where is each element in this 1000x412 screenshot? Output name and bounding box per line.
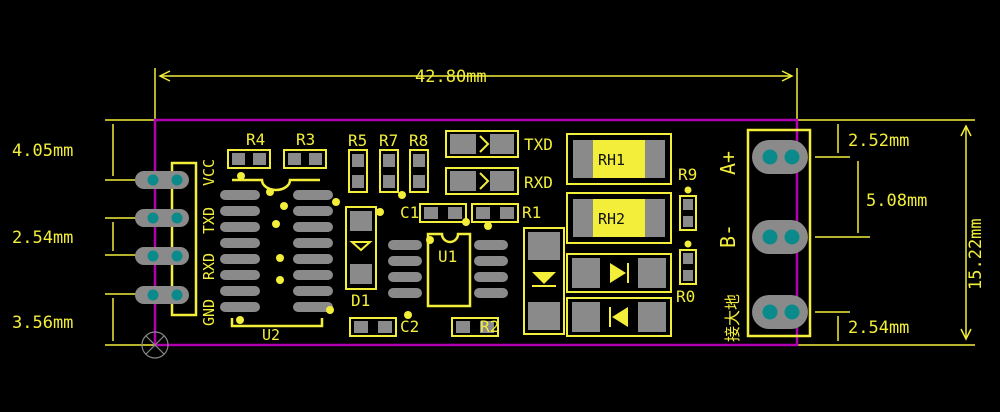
svg-text:GND: GND [200,299,218,326]
right-terminal [746,128,812,338]
svg-text:R7: R7 [379,131,398,150]
diode-d1: D1 [345,206,377,310]
resistor-r7: R7 [379,131,399,193]
svg-text:C1: C1 [400,203,419,222]
tvs-diode [523,227,565,335]
svg-text:接大地: 接大地 [723,294,742,342]
u2-chip: U2 [220,178,333,344]
led-txd: TXD [445,130,553,158]
resistor-r9: R9 [678,165,697,231]
dim-left-bottom: 3.56mm [12,313,73,333]
thermistor-rh1: RH1 [566,133,672,185]
svg-text:R3: R3 [296,130,315,149]
capacitor-c1: C1 [400,203,467,223]
svg-text:RXD: RXD [200,253,218,280]
dim-right-mid: 5.08mm [866,191,927,211]
resistor-r1: R1 [471,203,541,223]
svg-text:R0: R0 [676,287,695,306]
dim-left-top: 4.05mm [12,141,73,161]
pin-labels: VCC TXD RXD GND [200,159,218,326]
svg-text:C2: C2 [400,317,419,336]
svg-text:R8: R8 [409,131,428,150]
svg-text:R2: R2 [480,317,499,336]
dim-height: 15.22mm [966,218,986,290]
resistor-r4: R4 [227,130,271,169]
svg-text:VCC: VCC [200,159,218,186]
svg-text:RXD: RXD [524,173,553,192]
diode-top [566,253,672,293]
svg-text:D1: D1 [351,291,370,310]
svg-text:R9: R9 [678,165,697,184]
dim-right-top: 2.52mm [848,131,909,151]
dim-left-mid: 2.54mm [12,228,73,248]
terminal-labels: A+ B- 接大地 [716,151,742,342]
svg-text:RH2: RH2 [598,210,625,228]
svg-text:R4: R4 [246,130,265,149]
resistor-r5: R5 [348,131,368,193]
svg-text:U1: U1 [438,247,457,266]
left-header [135,161,198,317]
svg-text:A+: A+ [716,151,740,175]
resistor-r2: R2 [451,317,499,337]
svg-text:RH1: RH1 [598,151,625,169]
dim-right-bottom: 2.54mm [848,318,909,338]
resistor-r8: R8 [409,131,429,193]
capacitor-c2: C2 [349,317,419,337]
svg-text:TXD: TXD [200,207,218,234]
resistor-r3: R3 [283,130,327,169]
dimension-lines [105,68,975,346]
svg-text:U2: U2 [262,326,280,344]
svg-text:TXD: TXD [524,135,553,154]
svg-text:B-: B- [716,224,740,248]
resistor-r0: R0 [676,240,697,306]
svg-text:R5: R5 [348,131,367,150]
led-rxd: RXD [445,167,553,195]
mounting-hole-mark [141,331,169,359]
diode-bottom [566,297,672,337]
u1-chip: U1 [388,232,508,308]
dim-width: 42.80mm [415,67,487,87]
thermistor-rh2: RH2 [566,192,672,244]
svg-text:R1: R1 [522,203,541,222]
